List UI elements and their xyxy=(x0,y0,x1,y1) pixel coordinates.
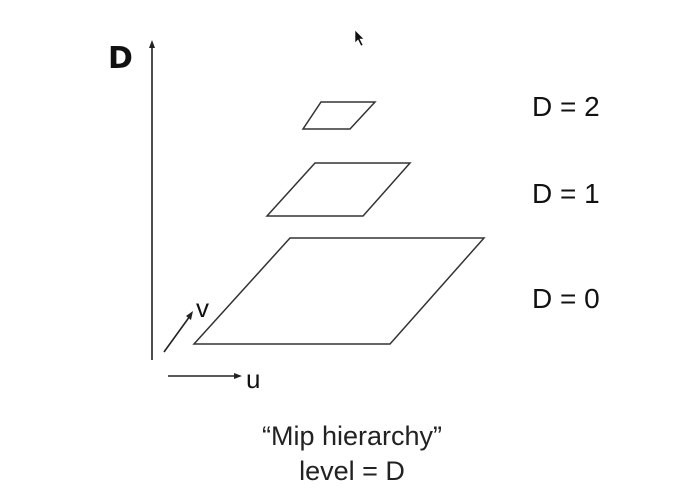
mip-level-2-plane xyxy=(301,101,377,130)
u-axis-label: u xyxy=(246,364,261,394)
level-label-d0: D = 0 xyxy=(532,283,600,314)
mip-level-1-plane xyxy=(265,162,412,217)
u-axis xyxy=(168,373,242,379)
caption-subtitle: level = D xyxy=(299,456,405,486)
level-label-d2: D = 2 xyxy=(532,91,600,122)
v-axis-label: v xyxy=(196,293,209,323)
mouse-pointer-icon xyxy=(354,29,365,47)
v-axis xyxy=(163,311,193,353)
d-axis-title: D xyxy=(108,41,133,76)
level-label-d1: D = 1 xyxy=(532,178,600,209)
caption-title: “Mip hierarchy” xyxy=(261,421,443,451)
mip-level-0-plane xyxy=(192,237,486,345)
d-axis xyxy=(149,40,155,360)
